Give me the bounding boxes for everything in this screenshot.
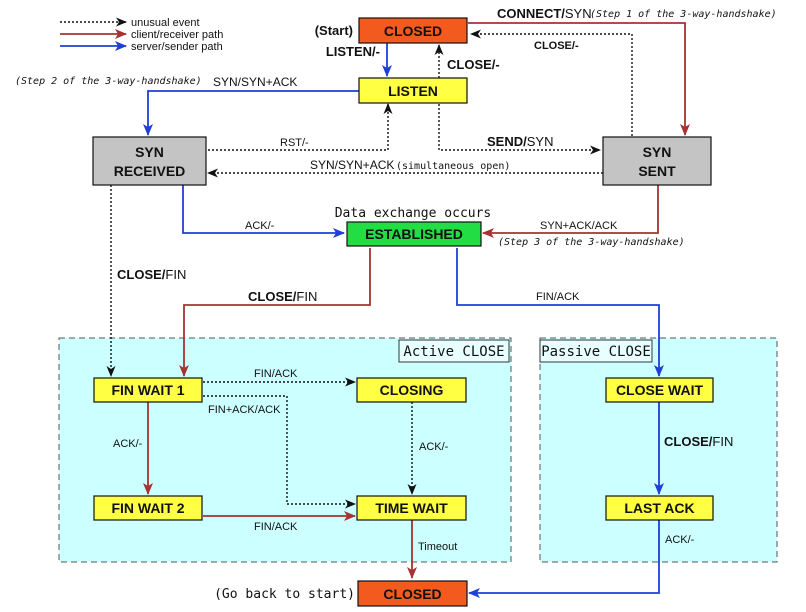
legend-unusual-label: unusual event xyxy=(131,17,200,29)
edge-fin-ack-passive xyxy=(456,248,664,377)
active-close-label: Active CLOSE xyxy=(403,344,504,360)
state-last-ack-label: LAST ACK xyxy=(624,500,694,516)
close-fin-est-label: CLOSE/FIN xyxy=(248,289,317,304)
state-established-label: ESTABLISHED xyxy=(365,226,463,242)
ack-closing-label: ACK/- xyxy=(419,441,449,453)
start-annotation: (Start) xyxy=(315,23,353,38)
step1-annotation: (Step 1 of the 3-way-handshake) xyxy=(590,9,777,20)
state-closing: CLOSING xyxy=(356,377,467,403)
ack-established-label: ACK/- xyxy=(245,220,275,232)
state-closed-label: CLOSED xyxy=(384,23,442,39)
state-syn-sent-line1: SYN xyxy=(643,144,672,160)
send-syn-label: SEND/SYN xyxy=(487,134,553,149)
ack-last-label: ACK/- xyxy=(665,534,695,546)
state-syn-sent-line2: SENT xyxy=(638,163,676,179)
state-syn-received-line1: SYN xyxy=(135,144,164,160)
connect-syn-label: CONNECT/SYN xyxy=(497,6,592,21)
edge-finack-ack xyxy=(203,395,356,509)
simul-synack-label: SYN/SYN+ACK xyxy=(310,158,394,172)
state-time-wait-label: TIME WAIT xyxy=(375,500,448,516)
edge-send-syn xyxy=(438,104,601,155)
close-fin-synrcvd-label: CLOSE/FIN xyxy=(117,267,186,282)
edge-connect-syn xyxy=(468,22,690,136)
edge-ack-last xyxy=(468,520,660,598)
step2-annotation: (Step 2 of the 3-way-handshake) xyxy=(15,76,202,87)
state-closed-end: CLOSED xyxy=(357,580,468,607)
state-time-wait: TIME WAIT xyxy=(356,495,467,521)
syn-synack-label: SYN/SYN+ACK xyxy=(213,75,297,89)
state-closed: CLOSED xyxy=(358,17,468,44)
state-syn-sent: SYN SENT xyxy=(602,136,712,186)
edge-close-synsent xyxy=(470,29,633,136)
simultaneous-annotation: (simultaneous open) xyxy=(396,161,510,172)
listen-label: LISTEN/- xyxy=(326,44,380,59)
rst-label: RST/- xyxy=(280,137,309,149)
edge-close-fin-est xyxy=(179,248,371,377)
ack-fw1-label: ACK/- xyxy=(113,438,143,450)
fin-ack-fw2-label: FIN/ACK xyxy=(254,521,298,533)
state-fin-wait-2-label: FIN WAIT 2 xyxy=(111,500,184,516)
edge-synack-ack xyxy=(482,185,659,238)
passive-close-label: Passive CLOSE xyxy=(541,344,651,360)
state-fin-wait-2: FIN WAIT 2 xyxy=(93,495,203,521)
active-close-region: Active CLOSE xyxy=(58,337,512,563)
state-listen: LISTEN xyxy=(358,77,468,104)
state-fin-wait-1: FIN WAIT 1 xyxy=(93,377,203,403)
state-syn-received-line2: RECEIVED xyxy=(114,163,186,179)
legend: unusual event client/receiver path serve… xyxy=(60,17,223,53)
close-fin-passive-label: CLOSE/FIN xyxy=(664,434,733,449)
close-listen-label: CLOSE/- xyxy=(447,57,500,72)
step3-annotation: (Step 3 of the 3-way-handshake) xyxy=(498,237,685,248)
state-close-wait: CLOSE WAIT xyxy=(605,377,714,403)
state-listen-label: LISTEN xyxy=(388,83,438,99)
legend-client-label: client/receiver path xyxy=(131,29,223,41)
fin-ack-passive-label: FIN/ACK xyxy=(536,291,580,303)
data-exchange-annotation: Data exchange occurs xyxy=(335,206,492,221)
finack-ack-label: FIN+ACK/ACK xyxy=(208,404,281,416)
state-close-wait-label: CLOSE WAIT xyxy=(616,382,704,398)
state-fin-wait-1-label: FIN WAIT 1 xyxy=(111,382,184,398)
synack-ack-label: SYN+ACK/ACK xyxy=(540,220,618,232)
state-closing-label: CLOSING xyxy=(380,382,444,398)
timeout-label: Timeout xyxy=(418,541,457,553)
state-syn-received: SYN RECEIVED xyxy=(92,136,207,186)
fin-ack-closing-label: FIN/ACK xyxy=(254,368,298,380)
state-closed-end-label: CLOSED xyxy=(383,586,441,602)
edge-ack-established xyxy=(182,185,345,238)
go-back-annotation: (Go back to start) xyxy=(214,587,355,602)
close-synsent-label: CLOSE/- xyxy=(534,40,579,52)
legend-server-label: server/sender path xyxy=(131,41,223,53)
state-last-ack: LAST ACK xyxy=(605,495,714,521)
edge-syn-synack xyxy=(143,90,359,136)
edge-rst xyxy=(208,103,393,151)
state-established: ESTABLISHED xyxy=(346,221,482,247)
